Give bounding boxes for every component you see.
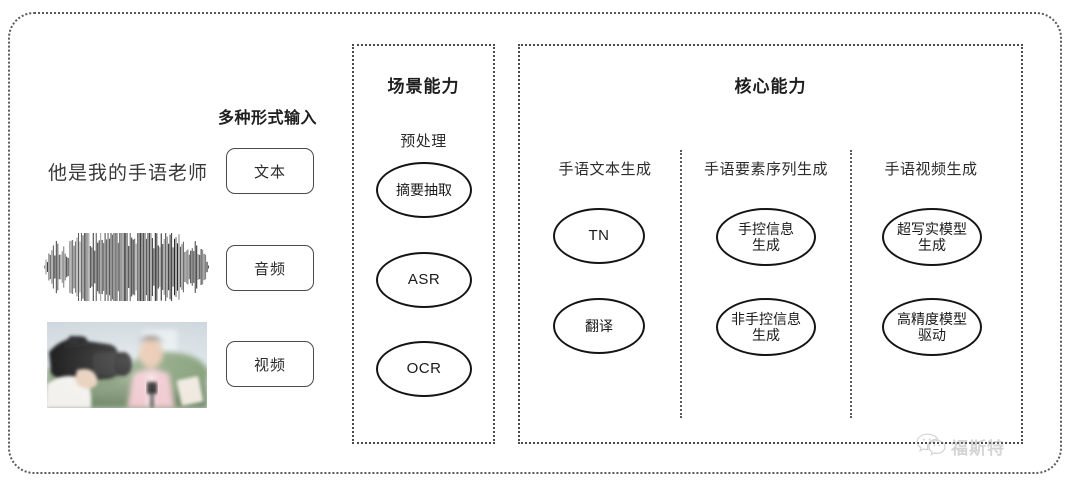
input-chip-video-label: 视频 [253,356,286,374]
watermark: 福斯特 [916,432,1005,461]
core-column-header-sign-text-generation: 手语文本生成 [558,161,652,178]
scene-node-summary-extraction[interactable]: 摘要抽取 [376,162,472,218]
core-node-tn[interactable]: TN [553,208,645,264]
scene-capability-title: 场景能力 [387,77,460,96]
input-chip-text-label: 文本 [253,163,286,181]
core-capability-title: 核心能力 [734,77,807,96]
scene-capability-box: 场景能力 预处理 摘要抽取 ASR OCR [352,44,495,444]
sample-text-line: 他是我的手语老师 [48,163,209,184]
scene-subtitle-preprocess: 预处理 [400,133,447,150]
scene-node-ocr[interactable]: OCR [376,341,472,397]
wechat-logo-icon [916,432,946,461]
core-node-manual-info-generation[interactable]: 手控信息 生成 [716,208,816,266]
outer-dotted-frame [8,12,1062,474]
core-node-non-manual-info-generation[interactable]: 非手控信息 生成 [716,298,816,356]
input-chip-text[interactable]: 文本 [226,148,314,194]
input-section-header: 多种形式输入 [218,110,318,127]
scene-node-asr[interactable]: ASR [376,252,472,308]
core-node-photoreal-model-generation[interactable]: 超写实模型 生成 [882,208,982,266]
input-chip-audio[interactable]: 音频 [226,245,314,291]
input-chip-video[interactable]: 视频 [226,341,314,387]
core-capability-box: 核心能力 手语文本生成 TN 翻译 手语要素序列生成 手控信息 生成 非手控信息… [518,44,1023,444]
audio-waveform-icon [42,232,210,302]
core-node-translation[interactable]: 翻译 [553,298,645,354]
video-thumbnail-icon [47,322,207,408]
core-node-high-precision-model-driving[interactable]: 高精度模型 驱动 [882,298,982,356]
core-column-header-sign-video-generation: 手语视频生成 [884,161,978,178]
core-column-divider-2 [850,150,852,418]
watermark-text: 福斯特 [951,439,1005,458]
core-column-divider-1 [680,150,682,418]
core-column-header-sign-element-sequence-generation: 手语要素序列生成 [703,161,828,178]
input-chip-audio-label: 音频 [253,260,286,278]
